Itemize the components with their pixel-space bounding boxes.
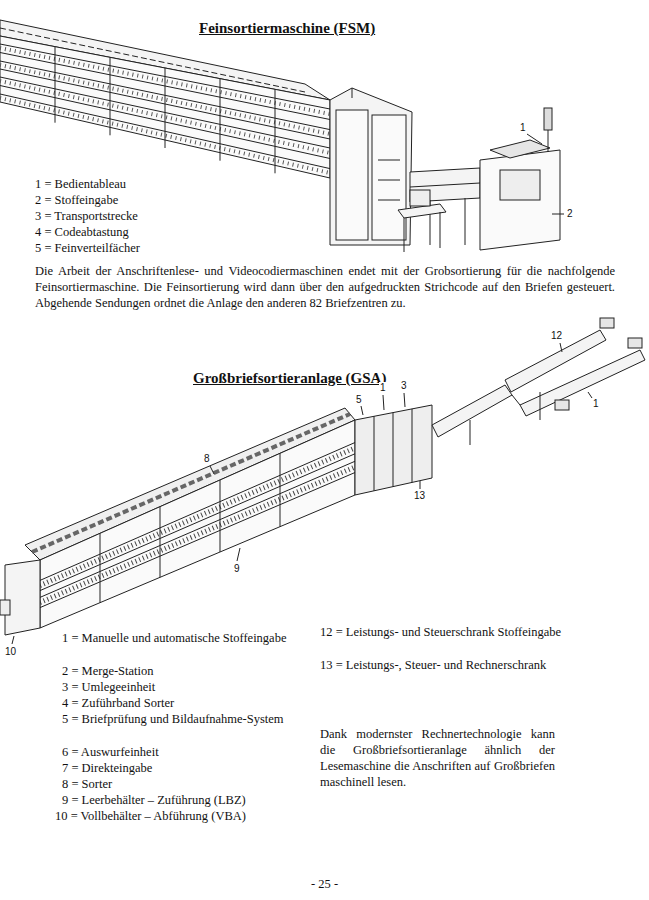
- legend-item: 5 = Feinverteilfächer: [35, 240, 140, 256]
- callout-number: 12: [550, 330, 563, 342]
- legend-item: 3 = Transportstrecke: [35, 208, 138, 224]
- legend-item: 3 = Umlegeeinheit: [62, 679, 295, 695]
- legend-item: 4 = Codeabtastung: [35, 224, 129, 240]
- callout-number: 9: [233, 563, 241, 575]
- legend-item: 12 = Leistungs- und Steuerschrank Stoffe…: [320, 624, 573, 640]
- legend-item: 13 = Leistungs-, Steuer- und Rechnerschr…: [320, 657, 573, 673]
- callout-number: 1: [379, 382, 387, 394]
- callout-number: 2: [566, 208, 574, 220]
- body-paragraph: Die Arbeit der Anschriftenlese- und Vide…: [35, 263, 615, 311]
- legend-item: 1 = Manuelle und automatische Stoffeinga…: [62, 630, 295, 646]
- callout-number: 1: [592, 398, 600, 410]
- legend-item: 5 = Briefprüfung und Bildaufnahme-System: [62, 711, 295, 727]
- legend-item: 8 = Sorter: [62, 776, 295, 792]
- page-number: - 25 -: [311, 876, 338, 892]
- legend-item: 4 = Zuführband Sorter: [62, 695, 295, 711]
- page-heading: Feinsortiermaschine (FSM): [199, 20, 375, 36]
- body-paragraph: Dank modernster Rechnertechnologie kann …: [320, 726, 555, 790]
- legend-item: 7 = Direkteingabe: [62, 760, 295, 776]
- legend-item: 6 = Auswurfeinheit: [62, 744, 295, 760]
- legend-item: 9 = Leerbehälter – Zuführung (LBZ): [62, 792, 310, 808]
- legend-item: 1 = Bedientableau: [35, 176, 126, 192]
- callout-number: 5: [355, 394, 363, 406]
- callout-number: 13: [413, 490, 426, 502]
- callout-number: 8: [203, 453, 211, 465]
- legend-item: 2 = Merge-Station: [62, 663, 295, 679]
- section-heading: Großbriefsortieranlage (GSA): [193, 370, 386, 386]
- callout-number: 10: [4, 646, 17, 658]
- legend-item: 2 = Stoffeingabe: [35, 192, 118, 208]
- legend-item: 10 = Vollbehälter – Abführung (VBA): [55, 808, 313, 824]
- callout-number: 3: [400, 380, 408, 392]
- callout-number: 1: [519, 122, 527, 134]
